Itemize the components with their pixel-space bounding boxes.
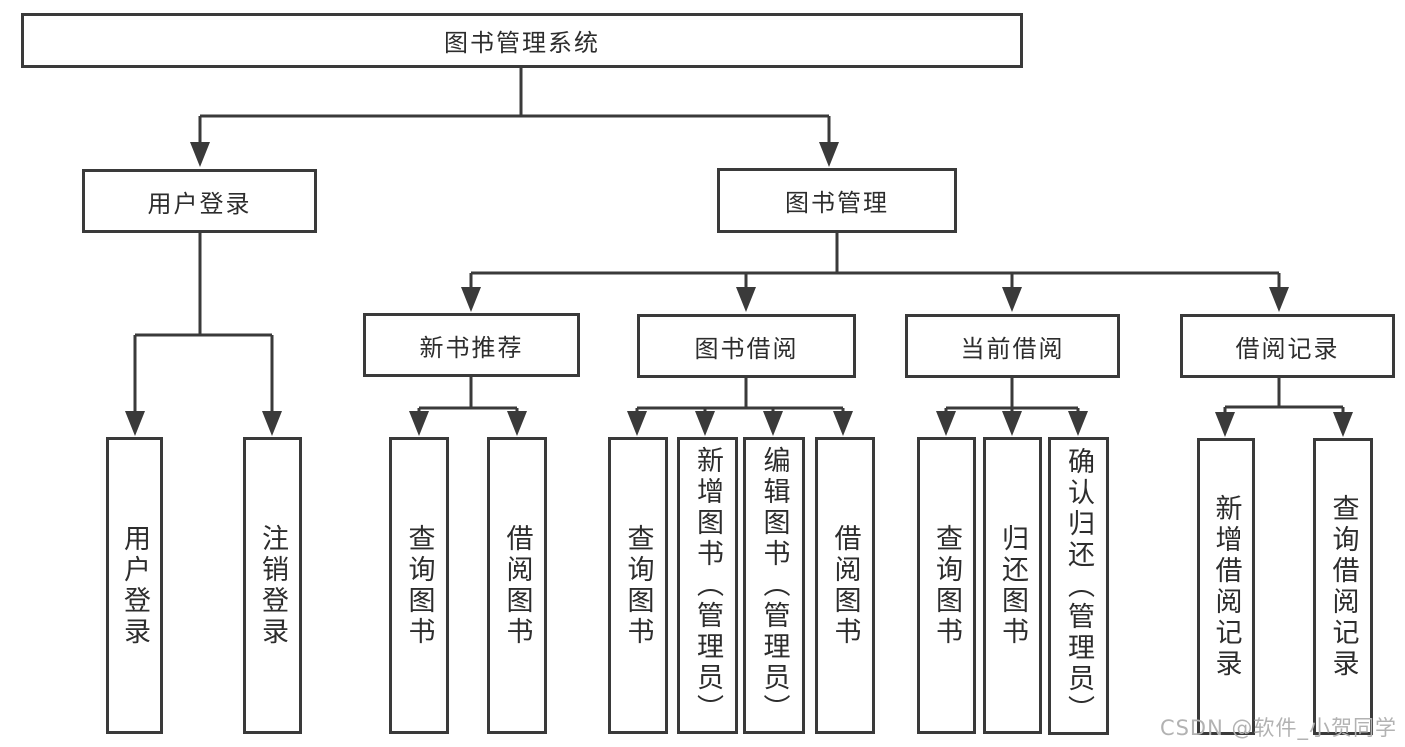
arrow-down-icon — [1215, 412, 1235, 437]
leaf-current-confirm-return-admin: 确认归还（管理员） — [1048, 437, 1109, 735]
arrow-down-icon — [627, 411, 647, 436]
arrow-down-icon — [763, 411, 783, 436]
wire-userlogin-to-leaves — [133, 233, 274, 416]
arrow-down-icon — [1002, 287, 1022, 312]
wire-bookmgmt-to-level3 — [469, 233, 1281, 292]
arrow-down-icon — [461, 287, 481, 312]
arrow-down-icon — [1002, 411, 1022, 436]
arrow-down-icon — [1333, 412, 1353, 437]
csdn-watermark: CSDN @软件_小贺同学 — [1159, 716, 1397, 740]
arrow-down-icon — [695, 411, 715, 436]
leaf-borrow-query-books: 查询图书 — [608, 437, 668, 734]
arrow-down-icon — [409, 411, 429, 436]
node-current-borrow: 当前借阅 — [905, 314, 1120, 378]
arrow-down-icon — [736, 287, 756, 312]
arrow-down-icon — [125, 411, 145, 436]
arrow-down-icon — [262, 411, 282, 436]
leaf-borrow-borrow-books: 借阅图书 — [815, 437, 875, 734]
node-book-borrow: 图书借阅 — [637, 314, 856, 378]
arrow-down-icon — [1068, 411, 1088, 436]
node-user-login: 用户登录 — [82, 169, 317, 233]
wire-newbook-to-leaves — [417, 377, 519, 416]
leaf-borrow-add-books-admin: 新增图书（管理员） — [677, 437, 738, 734]
wire-currentborrow-to-leaves — [944, 378, 1080, 416]
wire-records-to-leaves — [1223, 378, 1345, 416]
leaf-user-login: 用户登录 — [106, 437, 163, 734]
leaf-records-add-record: 新增借阅记录 — [1197, 438, 1255, 735]
node-borrow-records: 借阅记录 — [1180, 314, 1395, 378]
leaf-newbook-borrow-books: 借阅图书 — [487, 437, 547, 734]
node-book-management: 图书管理 — [717, 168, 957, 233]
arrow-down-icon — [833, 411, 853, 436]
wire-bookborrow-to-leaves — [635, 378, 845, 416]
arrow-down-icon — [1269, 287, 1289, 312]
arrowheads — [125, 142, 1353, 437]
arrow-down-icon — [936, 411, 956, 436]
leaf-logout: 注销登录 — [243, 437, 302, 734]
arrow-down-icon — [819, 142, 839, 167]
wire-root-to-level2 — [198, 68, 831, 147]
leaf-current-query-books: 查询图书 — [917, 437, 976, 734]
leaf-borrow-edit-books-admin: 编辑图书（管理员） — [743, 437, 805, 734]
leaf-records-query-record: 查询借阅记录 — [1313, 438, 1373, 735]
node-root: 图书管理系统 — [21, 13, 1023, 68]
leaf-current-return-books: 归还图书 — [983, 437, 1042, 734]
leaf-newbook-query-books: 查询图书 — [389, 437, 449, 734]
node-new-book-recommend: 新书推荐 — [363, 313, 580, 377]
arrow-down-icon — [190, 142, 210, 167]
arrow-down-icon — [507, 411, 527, 436]
